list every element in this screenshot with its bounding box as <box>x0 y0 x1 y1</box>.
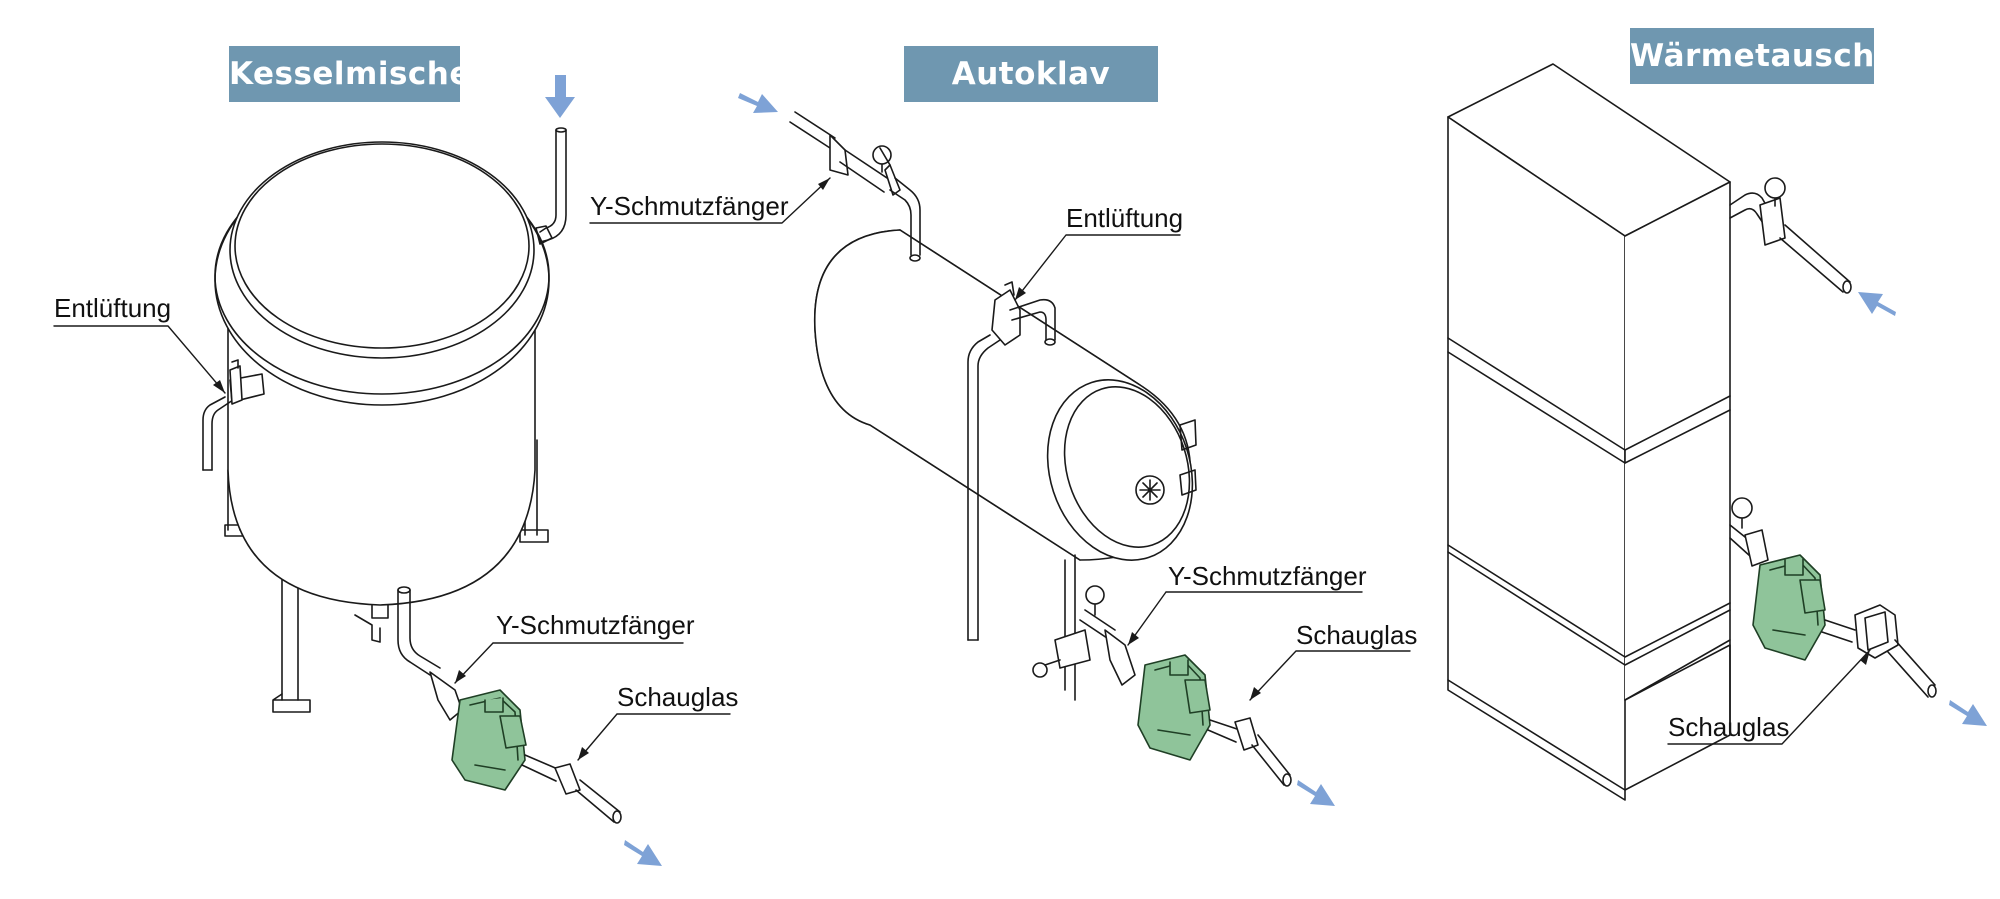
label-auto-vent: Entlüftung <box>1066 203 1184 233</box>
waerme-steam-trap <box>1752 554 1826 661</box>
title-kesselmischer: Kesselmischer <box>229 46 486 102</box>
label-kessel-sightglass: Schauglas <box>617 682 739 712</box>
leader-auto-strainer-2 <box>1127 591 1363 646</box>
autoklav-outlet-pipe <box>1207 717 1292 787</box>
kessel-steam-trap <box>451 689 527 791</box>
flow-arrows <box>545 75 1987 866</box>
flow-arrow-kessel-in <box>545 75 575 118</box>
leader-auto-vent <box>1014 234 1181 301</box>
waerme-exchanger <box>1447 63 1731 801</box>
leader-lines <box>53 177 1871 761</box>
waerme-side <box>1624 181 1731 701</box>
leader-kessel-strainer <box>454 642 684 684</box>
flow-arrow-waerme-in <box>1858 292 1896 316</box>
flow-arrow-waerme-out <box>1949 700 1987 726</box>
leader-auto-sightglass <box>1249 650 1411 701</box>
leader-auto-strainer <box>589 177 831 224</box>
kessel-outlet-pipe <box>521 754 622 824</box>
autoklav-door-handle <box>1135 475 1165 505</box>
title-autoklav: Autoklav <box>904 46 1158 102</box>
waerme-sight-glass <box>1821 604 1937 698</box>
flow-arrow-kessel-out <box>624 840 662 866</box>
kessel-inlet-pipe <box>535 127 567 245</box>
autoklav-drain-line <box>1032 554 1136 701</box>
waerme-drain-line <box>1729 497 1769 567</box>
kessel-vessel <box>214 141 550 713</box>
leader-kessel-vent <box>53 325 226 394</box>
kessel-foot-right <box>519 529 549 543</box>
label-waerme-sightglass: Schauglas <box>1668 712 1790 742</box>
title-waermetauscher: Wärmetauscher <box>1630 28 1912 84</box>
autoklav-vent <box>967 281 1056 641</box>
leader-arrowheads <box>213 178 1870 760</box>
flow-arrow-auto-out <box>1297 780 1335 806</box>
label-kessel-vent: Entlüftung <box>54 293 172 323</box>
kessel-drain-line <box>397 586 463 721</box>
waerme-front <box>1447 116 1626 801</box>
kessel-foot-front <box>272 693 311 713</box>
leader-waerme-sightglass <box>1667 649 1871 745</box>
kessel-lid <box>229 141 535 359</box>
kessel-lid-inner <box>234 143 530 349</box>
label-kessel-strainer: Y-Schmutzfänger <box>496 610 695 640</box>
waerme-inlet-pipe <box>1729 177 1852 294</box>
leader-kessel-sightglass <box>577 713 731 761</box>
autoklav-vessel <box>813 229 1197 561</box>
autoklav-inlet-pipe <box>789 111 921 262</box>
kessel-drain <box>371 604 389 619</box>
label-auto-sightglass: Schauglas <box>1296 620 1418 650</box>
flow-arrow-auto-in <box>738 93 778 113</box>
autoklav-steam-trap <box>1137 654 1211 761</box>
label-auto-strainer-2: Y-Schmutzfänger <box>1168 561 1367 591</box>
kessel-drain-valve <box>354 614 381 643</box>
kessel-vent-pipe <box>202 359 265 471</box>
label-auto-strainer: Y-Schmutzfänger <box>590 191 789 221</box>
